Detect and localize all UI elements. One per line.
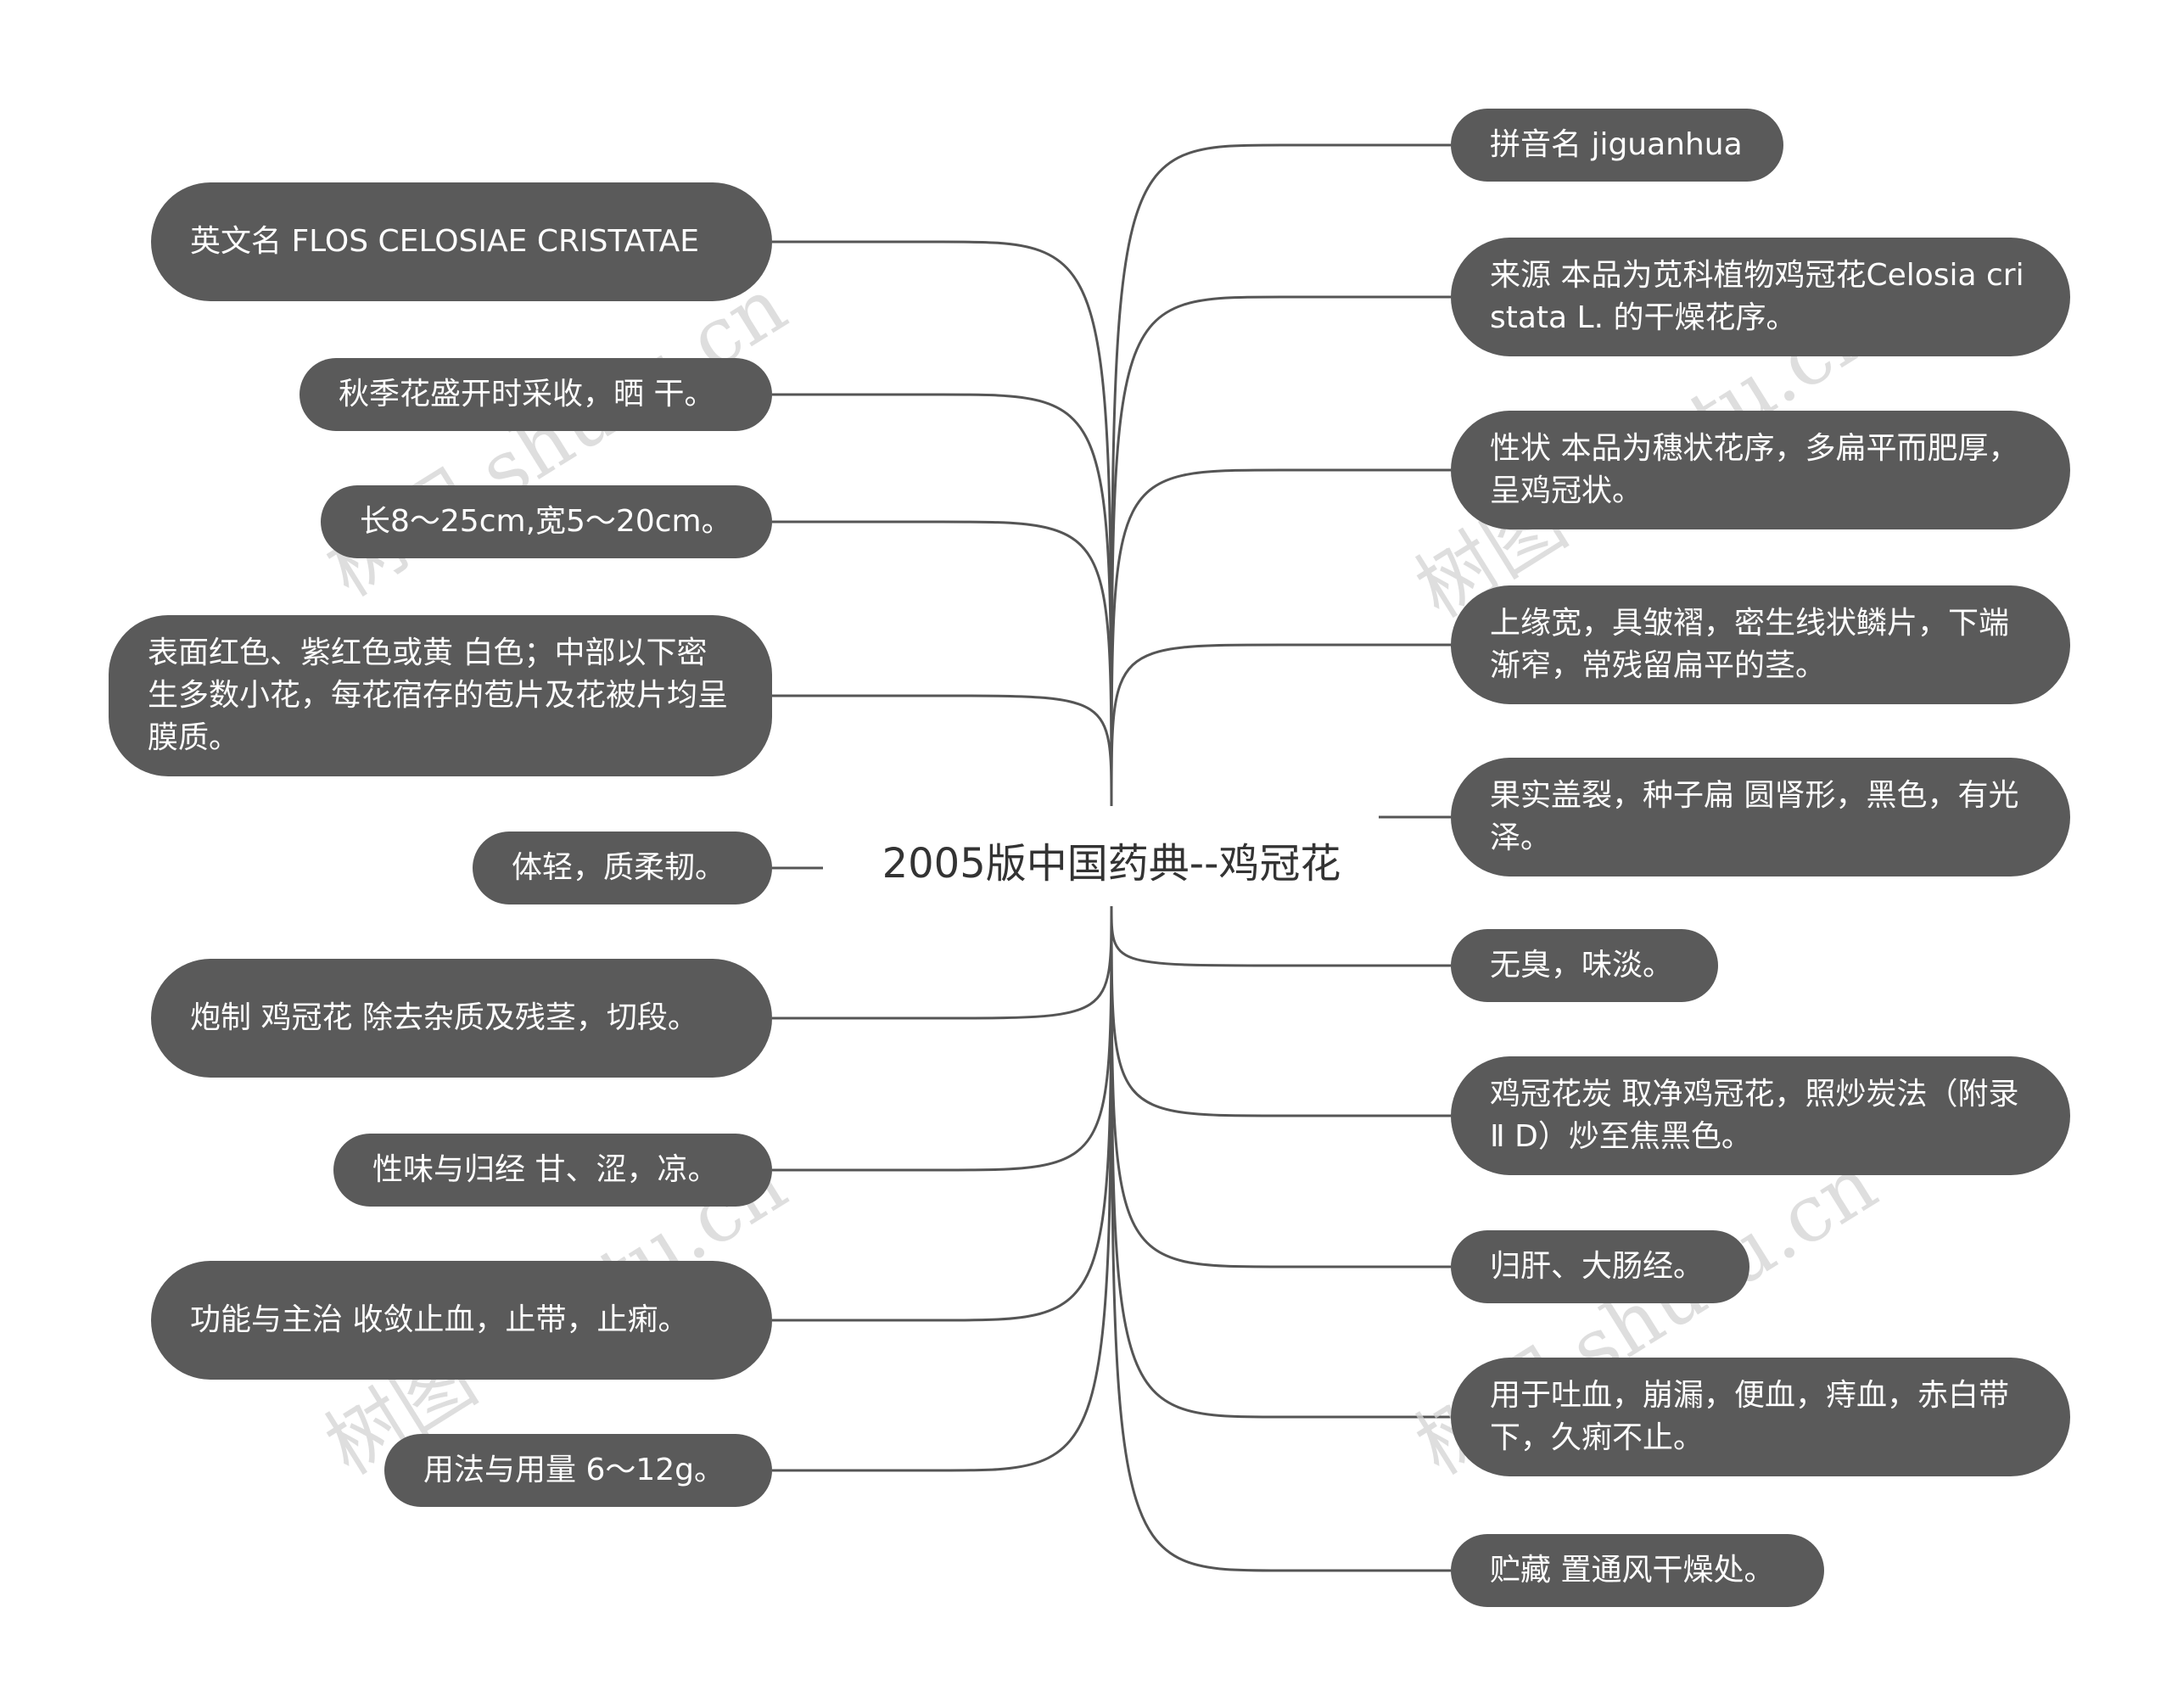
left-node-harvest[interactable]: 秋季花盛开时采收，晒 干。	[299, 358, 772, 431]
connector-left-node-nature-meridian	[772, 905, 1113, 1172]
connector-left-node-dosage	[772, 905, 1113, 1472]
left-node-surface[interactable]: 表面红色、紫红色或黄 白色；中部以下密生多数小花，每花宿存的苞片及花被片均呈膜质…	[109, 615, 772, 776]
connector-left-node-size	[772, 520, 1113, 807]
right-node-source[interactable]: 来源 本品为苋科植物鸡冠花Celosia cristata L. 的干燥花序。	[1451, 238, 2070, 356]
connector-right-node-charcoal	[1110, 905, 1451, 1117]
connector-right-node-meridian	[1110, 905, 1451, 1268]
left-node-texture[interactable]: 体轻，质柔韧。	[473, 832, 772, 904]
connector-right-node-upper-edge	[1110, 643, 1451, 807]
left-node-nature-meridian[interactable]: 性味与归经 甘、涩，凉。	[333, 1134, 772, 1207]
right-node-indications[interactable]: 用于吐血，崩漏，便血，痔血，赤白带下，久痢不止。	[1451, 1358, 2070, 1476]
right-node-meridian[interactable]: 归肝、大肠经。	[1451, 1230, 1749, 1303]
connector-left-node-english-name	[772, 240, 1113, 807]
connector-left-node-function	[772, 905, 1113, 1322]
connector-right-node-storage	[1110, 905, 1451, 1572]
connector-right-node-odor-taste	[1110, 905, 1451, 967]
connector-left-node-surface	[772, 694, 1113, 807]
connector-right-node-pinyin	[1110, 143, 1451, 807]
right-node-fruit[interactable]: 果实盖裂，种子扁 圆肾形，黑色，有光泽。	[1451, 758, 2070, 876]
left-node-size[interactable]: 长8～25cm,宽5～20cm。	[321, 485, 772, 558]
right-node-pinyin[interactable]: 拼音名 jiguanhua	[1451, 109, 1783, 182]
left-node-dosage[interactable]: 用法与用量 6～12g。	[384, 1434, 772, 1507]
connector-right-node-character	[1110, 468, 1451, 807]
right-node-upper-edge[interactable]: 上缘宽，具皱褶，密生线状鳞片，下端渐窄，常残留扁平的茎。	[1451, 585, 2070, 704]
right-node-charcoal[interactable]: 鸡冠花炭 取净鸡冠花，照炒炭法（附录Ⅱ D）炒至焦黑色。	[1451, 1056, 2070, 1175]
connector-right-node-source	[1110, 295, 1451, 807]
connector-left-node-processing	[772, 905, 1113, 1020]
right-node-character[interactable]: 性状 本品为穗状花序，多扁平而肥厚，呈鸡冠状。	[1451, 411, 2070, 529]
connector-right-node-indications	[1110, 905, 1451, 1419]
connector-left-node-harvest	[772, 393, 1113, 807]
right-node-odor-taste[interactable]: 无臭，味淡。	[1451, 929, 1718, 1002]
left-node-processing[interactable]: 炮制 鸡冠花 除去杂质及残茎，切段。	[151, 959, 772, 1078]
left-node-english-name[interactable]: 英文名 FLOS CELOSIAE CRISTATAE	[151, 182, 772, 301]
center-topic[interactable]: 2005版中国药典--鸡冠花	[823, 821, 1400, 898]
left-node-function[interactable]: 功能与主治 收敛止血，止带，止痢。	[151, 1261, 772, 1380]
right-node-storage[interactable]: 贮藏 置通风干燥处。	[1451, 1534, 1824, 1607]
